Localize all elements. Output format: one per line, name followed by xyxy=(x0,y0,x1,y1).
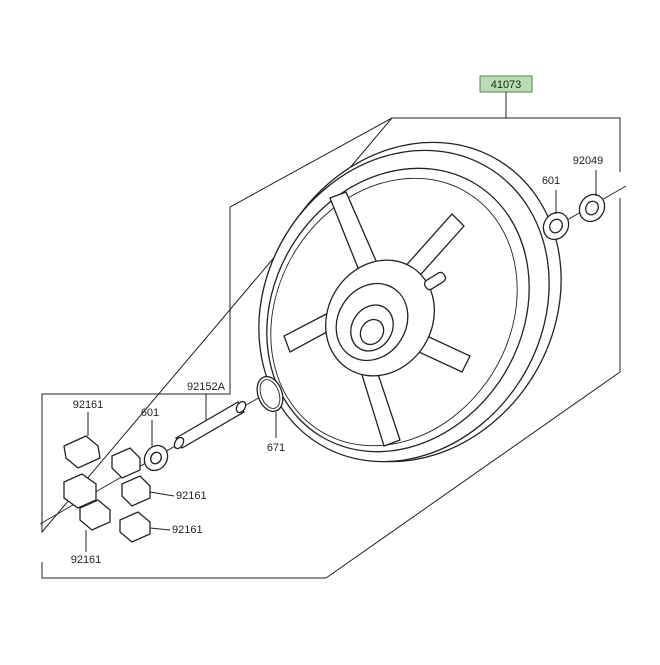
damper-rubber-right-lower xyxy=(121,475,151,507)
callout-92152A[interactable]: 92152A xyxy=(172,381,247,450)
damper-rubber-top xyxy=(63,435,101,469)
callout-92161-right-upper-label: 92161 xyxy=(176,490,207,502)
damper-rubbers xyxy=(63,435,151,543)
callout-601-right-label: 601 xyxy=(542,175,560,187)
callout-41073[interactable]: 41073 xyxy=(479,75,533,118)
callout-92161-right-lower-leader xyxy=(149,527,171,531)
callout-92161-top-label: 92161 xyxy=(73,399,104,411)
callout-92161-bottom-label: 92161 xyxy=(71,554,102,566)
callout-92049-label: 92049 xyxy=(573,155,604,167)
damper-rubber-bottom xyxy=(79,499,111,531)
callout-92049[interactable]: 92049 xyxy=(573,155,610,226)
callout-601-left-label: 601 xyxy=(141,407,159,419)
wheel-hub xyxy=(324,259,447,377)
callout-671[interactable]: 671 xyxy=(253,373,288,454)
callout-671-label: 671 xyxy=(267,442,285,454)
callout-92152A-label: 92152A xyxy=(187,381,226,393)
damper-rubber-right-upper xyxy=(111,447,141,479)
callout-92161-right-upper-leader xyxy=(149,491,175,497)
callout-601-left[interactable]: 601 xyxy=(140,407,172,475)
callout-92161-right-lower[interactable]: 92161 xyxy=(149,524,203,536)
damper-rubber-left xyxy=(63,473,97,509)
callout-92161-bottom[interactable]: 92161 xyxy=(71,530,102,566)
callout-601-right[interactable]: 601 xyxy=(538,175,573,244)
callout-92161-right-upper[interactable]: 92161 xyxy=(149,490,207,502)
callout-92161-top[interactable]: 92161 xyxy=(73,399,104,436)
callout-41073-label: 41073 xyxy=(491,79,522,91)
damper-rubber-bottom-right xyxy=(119,511,151,543)
callout-92161-right-lower-label: 92161 xyxy=(172,524,203,536)
